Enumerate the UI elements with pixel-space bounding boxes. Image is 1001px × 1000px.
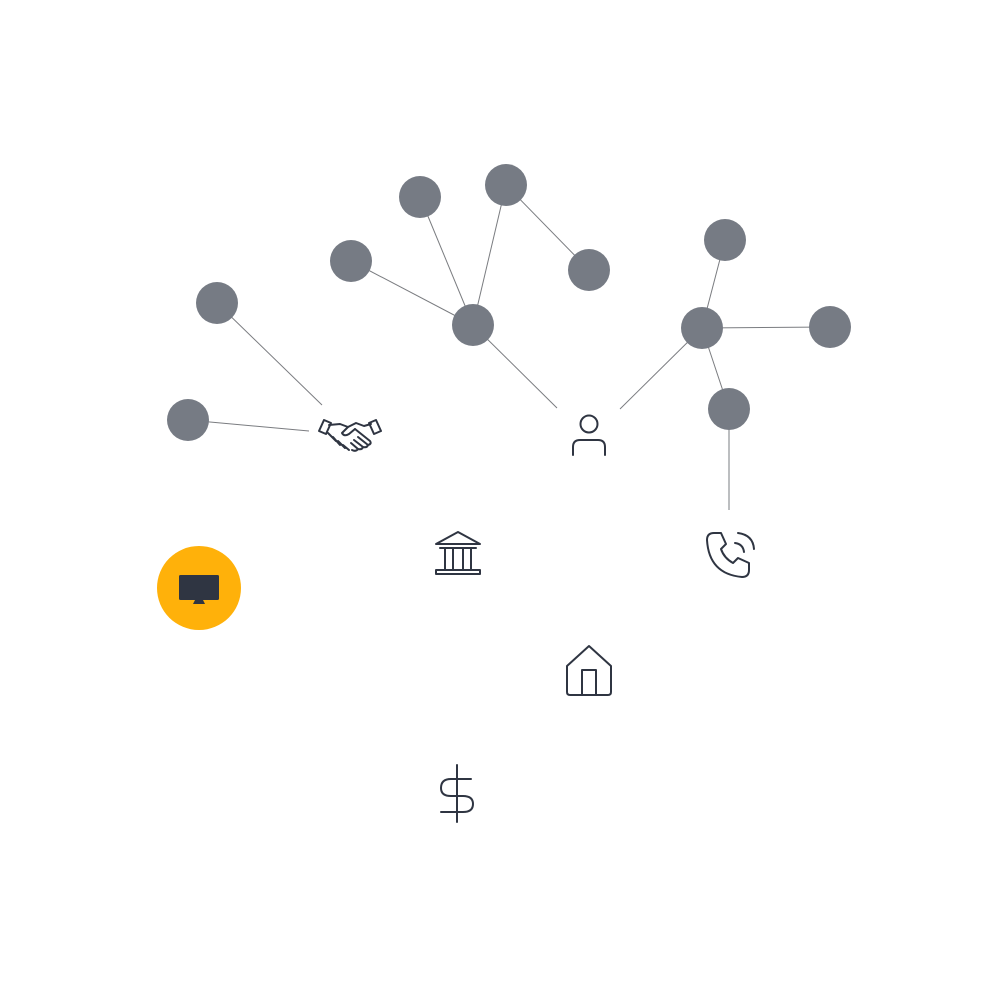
- monitor-icon[interactable]: [157, 546, 241, 630]
- node-n2[interactable]: [167, 399, 209, 441]
- edge-n4-n6: [419, 196, 474, 326]
- edge-n3-n6: [350, 260, 474, 326]
- node-n1[interactable]: [196, 282, 238, 324]
- edge-n5-n6: [472, 184, 507, 326]
- nodes-layer: [167, 164, 851, 441]
- edge-n9-n10: [701, 326, 831, 329]
- phone-icon[interactable]: [706, 532, 755, 578]
- node-n9[interactable]: [681, 307, 723, 349]
- monitor-glyph: [179, 575, 219, 604]
- node-n8[interactable]: [704, 219, 746, 261]
- node-n5[interactable]: [485, 164, 527, 206]
- bank-icon[interactable]: [435, 531, 481, 575]
- edge-n1-handshake: [216, 302, 323, 406]
- node-n11[interactable]: [708, 388, 750, 430]
- home-icon[interactable]: [566, 645, 612, 696]
- node-n4[interactable]: [399, 176, 441, 218]
- handshake-icon[interactable]: [318, 419, 382, 452]
- person-icon[interactable]: [572, 414, 606, 456]
- node-n3[interactable]: [330, 240, 372, 282]
- node-n6[interactable]: [452, 304, 494, 346]
- node-n7[interactable]: [568, 249, 610, 291]
- dollar-icon[interactable]: [440, 764, 474, 823]
- node-n10[interactable]: [809, 306, 851, 348]
